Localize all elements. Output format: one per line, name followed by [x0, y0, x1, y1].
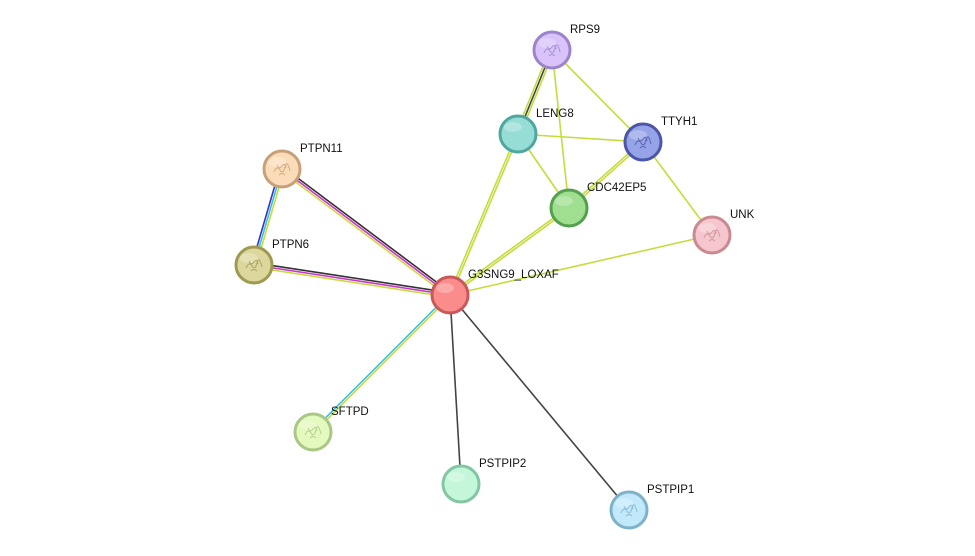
edge-evidence-line — [551, 49, 570, 209]
edge-evidence-line — [449, 234, 713, 296]
protein-structure-icon — [273, 163, 291, 176]
edge-evidence-line — [449, 294, 462, 485]
edge-evidence-line — [253, 264, 451, 296]
edge-g3sng9_loxaf-pstpip2[interactable] — [449, 294, 462, 485]
node-highlight — [698, 223, 716, 233]
node-label: RPS9 — [570, 24, 600, 36]
node-label: G3SNG9_LOXAF — [468, 269, 559, 281]
node-circle[interactable] — [549, 188, 589, 228]
node-highlight — [268, 157, 286, 167]
node-highlight — [629, 130, 647, 140]
node-circle[interactable] — [262, 149, 302, 189]
node-label: SFTPD — [331, 406, 369, 418]
edge-evidence-line — [448, 133, 518, 295]
edge-rps9-ttyh1[interactable] — [551, 49, 644, 143]
node-circle[interactable] — [532, 30, 572, 70]
node-circle[interactable] — [692, 215, 732, 255]
node-highlight — [538, 38, 556, 48]
edge-leng8-ttyh1[interactable] — [517, 133, 644, 143]
node-label: PSTPIP2 — [479, 458, 526, 470]
node-circle[interactable] — [623, 122, 663, 162]
edge-evidence-line — [450, 208, 571, 297]
node-g3sng9_loxaf[interactable]: G3SNG9_LOXAF — [430, 269, 559, 315]
node-label: PTPN11 — [300, 143, 343, 155]
edge-evidence-line — [253, 266, 450, 298]
node-highlight — [436, 283, 454, 293]
edge-g3sng9_loxaf-pstpip1[interactable] — [449, 294, 630, 511]
protein-structure-icon — [634, 136, 652, 149]
node-circle[interactable] — [498, 114, 538, 154]
edge-g3sng9_loxaf-ptpn11[interactable] — [280, 166, 452, 298]
edge-evidence-line — [551, 49, 644, 143]
edge-evidence-line — [281, 168, 451, 296]
edge-evidence-line — [313, 295, 452, 434]
node-label: PSTPIP1 — [647, 484, 694, 496]
node-label: CDC42EP5 — [587, 182, 646, 194]
protein-structure-icon — [620, 504, 638, 517]
node-rps9[interactable]: RPS9 — [532, 24, 600, 70]
node-sftpd[interactable]: SFTPD — [293, 406, 369, 452]
node-unk[interactable]: UNK — [692, 209, 755, 255]
node-circle[interactable] — [609, 490, 649, 530]
protein-structure-icon — [543, 44, 561, 57]
node-cdc42ep5[interactable]: CDC42EP5 — [549, 182, 646, 228]
protein-structure-icon — [304, 426, 322, 439]
edge-evidence-line — [449, 294, 630, 511]
node-circle[interactable] — [293, 412, 333, 452]
edge-g3sng9_loxaf-cdc42ep5[interactable] — [448, 206, 571, 297]
edge-evidence-line — [450, 134, 520, 296]
node-highlight — [447, 472, 465, 482]
edge-g3sng9_loxaf-leng8[interactable] — [448, 133, 520, 296]
edge-evidence-line — [280, 170, 450, 298]
node-label: UNK — [730, 209, 755, 221]
edge-evidence-line — [448, 206, 569, 295]
edge-g3sng9_loxaf-ptpn6[interactable] — [253, 262, 451, 298]
edge-g3sng9_loxaf-sftpd[interactable] — [311, 293, 452, 434]
edge-evidence-line — [517, 133, 644, 143]
node-circle[interactable] — [234, 245, 274, 285]
node-leng8[interactable]: LENG8 — [498, 108, 574, 154]
node-highlight — [240, 253, 258, 263]
node-highlight — [615, 498, 633, 508]
node-ptpn6[interactable]: PTPN6 — [234, 239, 309, 285]
node-label: PTPN6 — [272, 239, 309, 251]
node-highlight — [299, 420, 317, 430]
node-pstpip2[interactable]: PSTPIP2 — [441, 458, 526, 504]
node-label: LENG8 — [536, 108, 574, 120]
node-circle[interactable] — [430, 275, 470, 315]
protein-structure-icon — [245, 259, 263, 272]
edge-evidence-line — [282, 166, 452, 294]
node-highlight — [555, 196, 573, 206]
node-pstpip1[interactable]: PSTPIP1 — [609, 484, 694, 530]
node-ptpn11[interactable]: PTPN11 — [262, 143, 343, 189]
node-label: TTYH1 — [661, 116, 697, 128]
edge-evidence-line — [254, 262, 451, 294]
protein-structure-icon — [703, 229, 721, 242]
node-highlight — [504, 122, 522, 132]
edge-rps9-cdc42ep5[interactable] — [551, 49, 570, 209]
node-circle[interactable] — [441, 464, 481, 504]
edge-g3sng9_loxaf-unk[interactable] — [449, 234, 713, 296]
node-ttyh1[interactable]: TTYH1 — [623, 116, 697, 162]
edge-evidence-line — [311, 293, 450, 432]
edges-layer — [251, 48, 713, 511]
